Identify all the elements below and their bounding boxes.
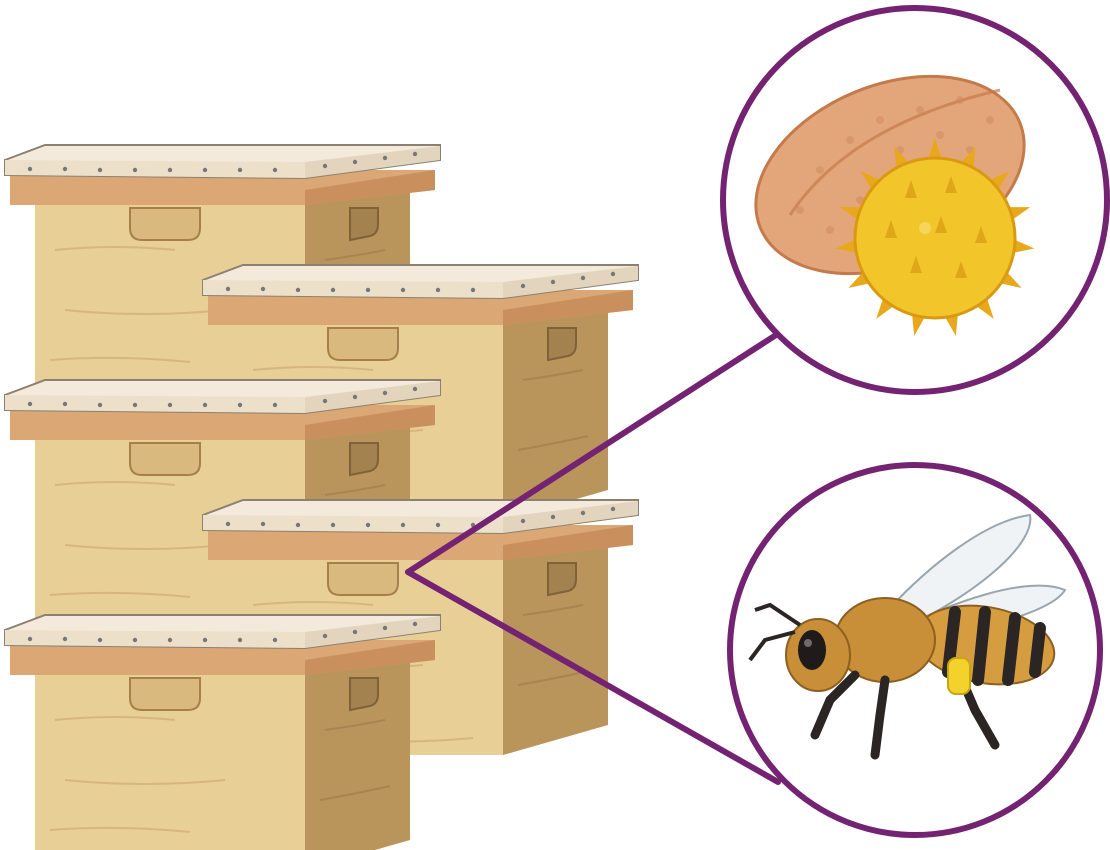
pollen-callout <box>723 8 1107 392</box>
beehive-icon <box>5 615 440 850</box>
bee-callout <box>730 465 1100 835</box>
